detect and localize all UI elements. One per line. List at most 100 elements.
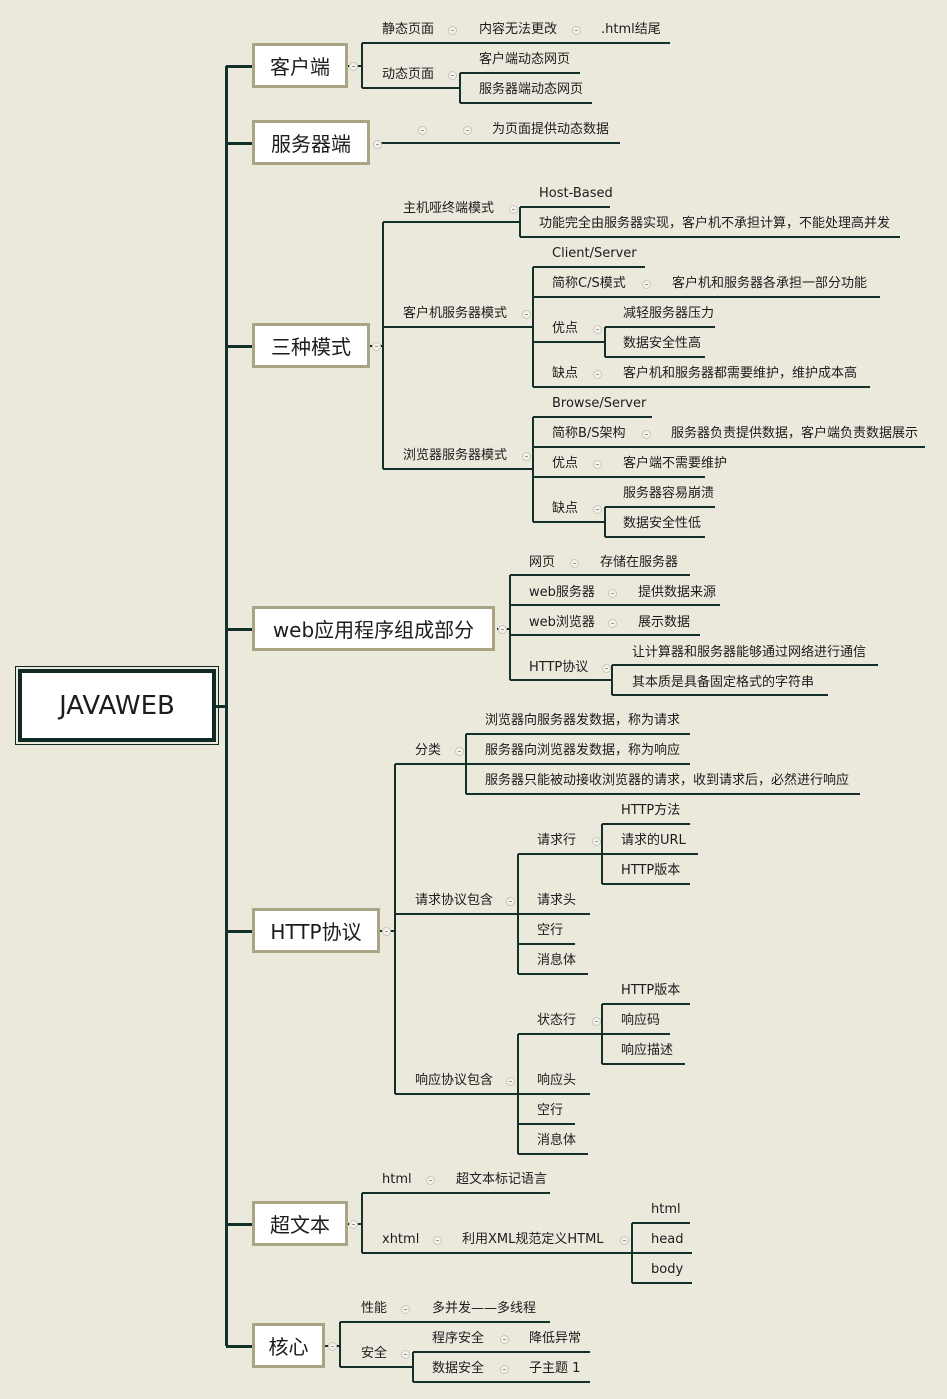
topic-label[interactable]: 动态页面	[382, 67, 435, 82]
topic-label[interactable]: 请求的URL	[621, 833, 686, 848]
collapse-icon[interactable]	[522, 310, 531, 319]
collapse-icon[interactable]	[328, 1342, 337, 1351]
topic-label[interactable]: xhtml	[382, 1232, 420, 1247]
topic-label[interactable]: HTTP方法	[621, 803, 681, 818]
topic-label[interactable]: 空行	[537, 1103, 564, 1118]
topic-label[interactable]: 数据安全性高	[623, 336, 702, 351]
topic-label[interactable]: 请求头	[537, 893, 577, 908]
topic-label[interactable]: 数据安全性低	[623, 516, 702, 531]
topic-label[interactable]: web浏览器	[529, 615, 595, 630]
topic-label[interactable]: 数据安全	[432, 1361, 485, 1376]
collapse-icon[interactable]	[593, 325, 602, 334]
topic-label[interactable]: 程序安全	[432, 1331, 485, 1346]
collapse-icon[interactable]	[642, 430, 651, 439]
topic-label[interactable]: 请求行	[537, 833, 577, 848]
topic-label[interactable]: 客户端动态网页	[479, 52, 571, 67]
topic-label[interactable]: 静态页面	[382, 22, 435, 37]
collapse-icon[interactable]	[433, 1236, 442, 1245]
collapse-icon[interactable]	[372, 342, 381, 351]
collapse-icon[interactable]	[608, 589, 617, 598]
topic-label[interactable]: HTTP协议	[529, 660, 589, 675]
topic-label[interactable]: 分类	[415, 743, 442, 758]
topic-label[interactable]: html	[651, 1202, 681, 1217]
topic-label[interactable]: 服务器端动态网页	[479, 82, 584, 97]
topic-label[interactable]: 空行	[537, 923, 564, 938]
collapse-icon[interactable]	[522, 452, 531, 461]
collapse-icon[interactable]	[602, 664, 611, 673]
topic-label[interactable]: 多并发——多线程	[432, 1301, 537, 1316]
collapse-icon[interactable]	[401, 1350, 410, 1359]
topic-label[interactable]: 优点	[552, 456, 579, 471]
collapse-icon[interactable]	[593, 460, 602, 469]
topic-label[interactable]: 简称B/S架构	[552, 426, 626, 441]
topic-label[interactable]: 降低异常	[529, 1331, 582, 1346]
topic-label[interactable]: 网页	[529, 555, 556, 570]
collapse-icon[interactable]	[592, 837, 601, 846]
collapse-icon[interactable]	[570, 559, 579, 568]
webapp-node[interactable]: web应用程序组成部分	[252, 606, 495, 651]
topic-label[interactable]: 响应描述	[621, 1043, 674, 1058]
topic-label[interactable]: web服务器	[529, 585, 595, 600]
topic-label[interactable]: 消息体	[537, 1133, 577, 1148]
topic-label[interactable]: 请求协议包含	[415, 893, 494, 908]
topic-label[interactable]: 客户机服务器模式	[403, 306, 508, 321]
topic-label[interactable]: 浏览器服务器模式	[403, 448, 508, 463]
collapse-icon[interactable]	[506, 1077, 515, 1086]
collapse-icon[interactable]	[401, 1305, 410, 1314]
topic-label[interactable]: 响应协议包含	[415, 1073, 494, 1088]
topic-label[interactable]: 超文本标记语言	[456, 1172, 548, 1187]
topic-label[interactable]: 消息体	[537, 953, 577, 968]
topic-label[interactable]: 服务器向浏览器发数据，称为响应	[485, 743, 681, 758]
topic-label[interactable]: 减轻服务器压力	[623, 306, 715, 321]
topic-label[interactable]: 简称C/S模式	[552, 276, 626, 291]
collapse-icon[interactable]	[506, 897, 515, 906]
topic-label[interactable]: Client/Server	[552, 246, 637, 261]
collapse-icon[interactable]	[593, 505, 602, 514]
topic-label[interactable]: 优点	[552, 321, 579, 336]
topic-label[interactable]: 性能	[361, 1301, 388, 1316]
topic-label[interactable]: 缺点	[552, 366, 579, 381]
topic-label[interactable]: 客户端不需要维护	[623, 456, 728, 471]
topic-label[interactable]: head	[651, 1232, 684, 1247]
collapse-icon[interactable]	[349, 1220, 358, 1229]
modes-node[interactable]: 三种模式	[252, 323, 370, 368]
topic-label[interactable]: 让计算器和服务器能够通过网络进行通信	[632, 645, 867, 660]
collapse-icon[interactable]	[572, 26, 581, 35]
topic-label[interactable]: HTTP版本	[621, 863, 681, 878]
collapse-icon[interactable]	[448, 26, 457, 35]
collapse-icon[interactable]	[593, 370, 602, 379]
topic-label[interactable]: body	[651, 1262, 684, 1277]
collapse-icon[interactable]	[500, 1335, 509, 1344]
topic-label[interactable]: 子主题 1	[529, 1361, 581, 1376]
topic-label[interactable]: 存储在服务器	[600, 555, 679, 570]
client-node[interactable]: 客户端	[252, 43, 348, 88]
collapse-icon[interactable]	[620, 1236, 629, 1245]
topic-label[interactable]: 响应码	[621, 1013, 661, 1028]
topic-label[interactable]: 客户机和服务器都需要维护，维护成本高	[623, 366, 858, 381]
topic-label[interactable]: 服务器只能被动接收浏览器的请求，收到请求后，必然进行响应	[485, 773, 850, 788]
collapse-icon[interactable]	[498, 625, 507, 634]
topic-label[interactable]: 状态行	[537, 1013, 577, 1028]
http-node[interactable]: HTTP协议	[252, 908, 380, 953]
topic-label[interactable]: 其本质是具备固定格式的字符串	[632, 675, 815, 690]
topic-label[interactable]: 展示数据	[638, 615, 691, 630]
collapse-icon[interactable]	[373, 140, 382, 149]
topic-label[interactable]: 浏览器向服务器发数据，称为请求	[485, 713, 681, 728]
collapse-icon[interactable]	[426, 1176, 435, 1185]
topic-label[interactable]: .html结尾	[601, 22, 661, 37]
topic-label[interactable]: 缺点	[552, 501, 579, 516]
hypertext-node[interactable]: 超文本	[252, 1201, 348, 1246]
collapse-icon[interactable]	[455, 747, 464, 756]
topic-label[interactable]: 客户机和服务器各承担一部分功能	[672, 276, 868, 291]
collapse-icon[interactable]	[500, 1365, 509, 1374]
topic-label[interactable]: 安全	[361, 1346, 388, 1361]
topic-label[interactable]: 响应头	[537, 1073, 577, 1088]
topic-label[interactable]: Host-Based	[539, 186, 613, 201]
topic-label[interactable]: html	[382, 1172, 412, 1187]
collapse-icon[interactable]	[592, 1017, 601, 1026]
collapse-icon[interactable]	[448, 71, 457, 80]
core-node[interactable]: 核心	[252, 1323, 325, 1368]
topic-label[interactable]: 功能完全由服务器实现，客户机不承担计算，不能处理高并发	[539, 216, 891, 231]
topic-label[interactable]: 服务器负责提供数据，客户端负责数据展示	[671, 426, 919, 441]
topic-label[interactable]: 为页面提供动态数据	[492, 122, 610, 137]
